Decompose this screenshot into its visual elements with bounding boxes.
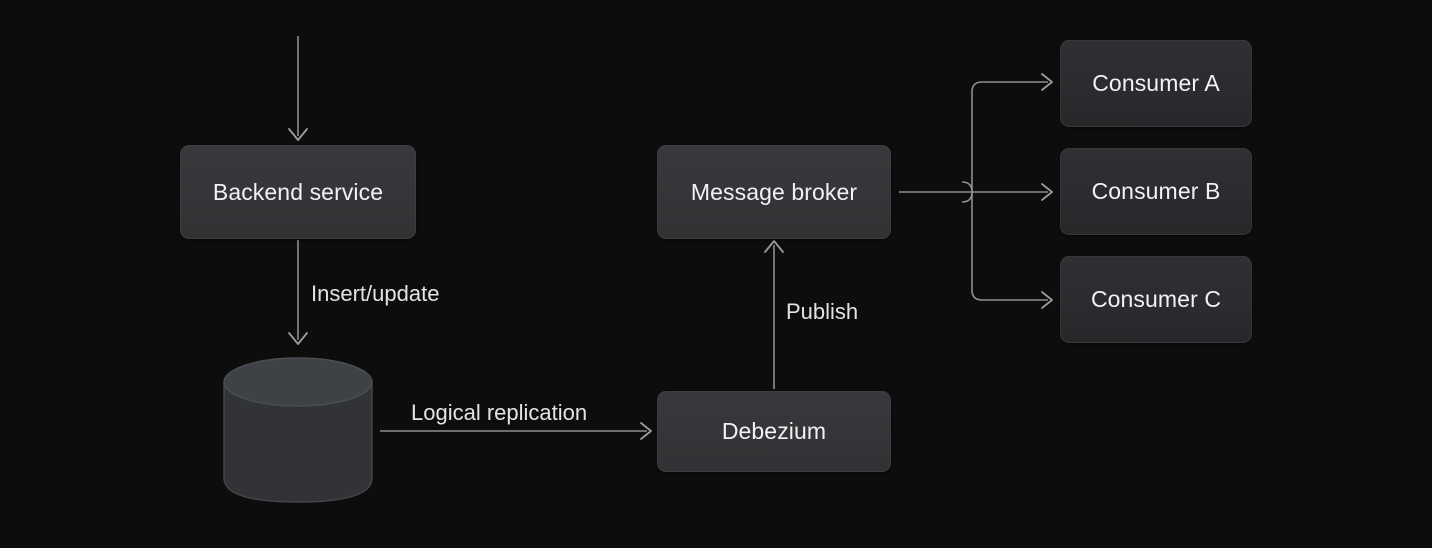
- edge-debezium-to-broker: [764, 240, 784, 389]
- edge-backend-to-database: [288, 240, 308, 345]
- node-consumer-b[interactable]: Consumer B: [1060, 148, 1252, 235]
- node-consumer-a[interactable]: Consumer A: [1060, 40, 1252, 127]
- branch-junction: [961, 181, 973, 203]
- edge-branch-to-consumer-b: [972, 183, 1053, 201]
- edge-label-logical-replication: Logical replication: [411, 400, 588, 425]
- edge-label-insert-update: Insert/update: [311, 281, 440, 306]
- node-debezium[interactable]: Debezium: [657, 391, 891, 472]
- node-consumer-c[interactable]: Consumer C: [1060, 256, 1252, 343]
- node-backend-service[interactable]: Backend service: [180, 145, 416, 239]
- node-consumer-c-label: Consumer C: [1090, 286, 1222, 312]
- edge-inbound-to-backend: [288, 36, 308, 141]
- node-debezium-label: Debezium: [721, 418, 827, 444]
- node-database[interactable]: [224, 358, 372, 502]
- node-backend-service-label: Backend service: [212, 178, 384, 205]
- node-consumer-a-label: Consumer A: [1092, 70, 1220, 96]
- edge-branch-to-consumer-c: [971, 192, 1053, 309]
- node-consumer-b-label: Consumer B: [1091, 178, 1221, 204]
- edge-label-publish: Publish: [786, 299, 859, 324]
- edge-branch-to-consumer-a: [971, 73, 1053, 192]
- node-message-broker-label: Message broker: [690, 178, 858, 205]
- node-message-broker[interactable]: Message broker: [657, 145, 891, 239]
